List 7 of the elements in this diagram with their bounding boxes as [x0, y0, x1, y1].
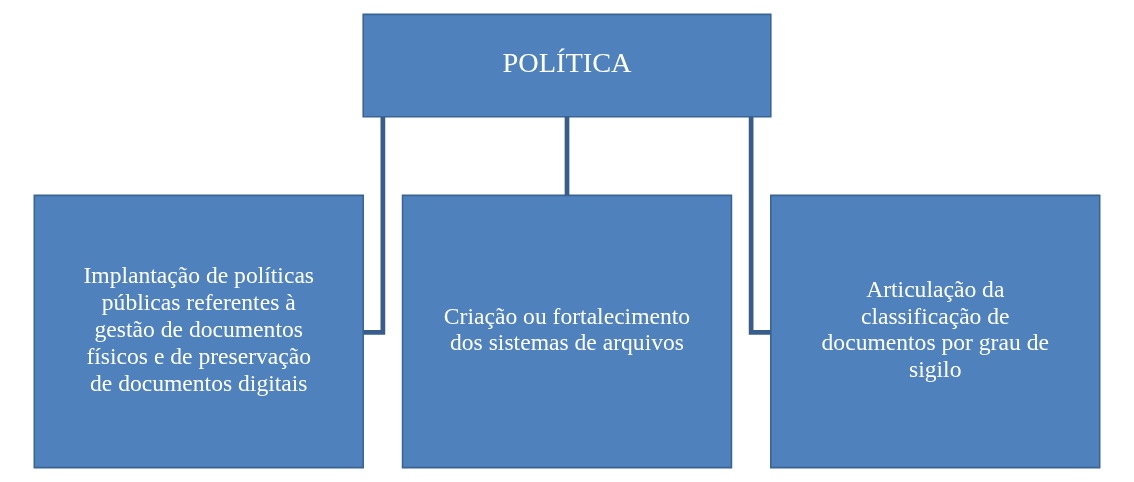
- node-box: Implantação de políticas públicas referentes à gestão de documentos físicos e de preservação de documentos digitais: [33, 194, 364, 469]
- node-box: POLÍTICA: [362, 13, 772, 118]
- connector: [564, 116, 570, 196]
- node-box: Criação ou fortalecimento dos sistemas de arquivos: [401, 194, 733, 469]
- connector: [748, 116, 771, 335]
- node-box: Articulação da classificação de documentos por grau de sigilo: [770, 194, 1101, 469]
- connector: [363, 116, 386, 335]
